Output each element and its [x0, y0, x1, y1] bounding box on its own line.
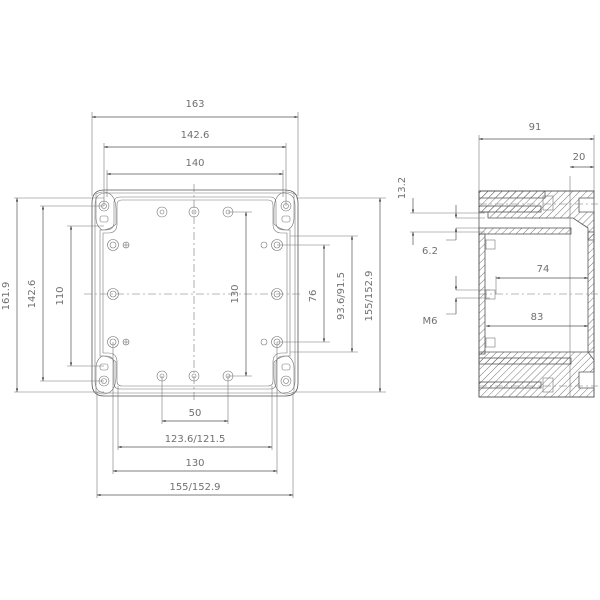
corner-lug-top-right — [273, 191, 295, 231]
dim-overall-width: 163 — [185, 99, 204, 110]
front-view: 163 142.6 140 161.9 142.6 110 130 76 — [1, 99, 386, 498]
dim-hole-diameter: 6.2 — [422, 246, 438, 257]
mounting-holes-top — [156, 206, 234, 218]
corner-lug-bottom-right — [273, 355, 295, 395]
side-view: 91 20 13.2 6.2 M6 74 83 — [397, 122, 598, 398]
dim-inner-floor-height: 93.6/91.5 — [336, 272, 347, 320]
side-holes-right — [260, 239, 283, 348]
dim-thread: M6 — [423, 316, 438, 327]
dim-inner-hole-spacing: 110 — [55, 286, 66, 305]
dim-hole-spacing-width: 142.6 — [181, 130, 210, 141]
lid-outline — [99, 196, 291, 390]
dim-mount-spacing-width: 130 — [185, 458, 204, 469]
enclosure-outline — [91, 189, 299, 397]
dim-insert-depth: 74 — [537, 264, 550, 275]
dim-lid-depth: 20 — [573, 152, 586, 163]
dim-lower-hole-spacing: 50 — [189, 408, 202, 419]
dim-inner-floor-width: 123.6/121.5 — [165, 434, 226, 445]
dim-depth: 91 — [529, 122, 542, 133]
dim-wall-hole-spacing: 13.2 — [397, 177, 408, 199]
mounting-holes-bottom — [156, 370, 234, 382]
dim-mount-spacing-height: 130 — [230, 284, 241, 303]
side-holes-left — [107, 239, 130, 348]
dim-side-hole-spacing: 76 — [308, 290, 319, 303]
dim-hole-spacing-height: 142.6 — [27, 280, 38, 309]
dim-outer-width: 155/152.9 — [169, 482, 220, 493]
dim-outer-height: 155/152.9 — [364, 270, 375, 321]
dim-inner-depth: 83 — [531, 312, 544, 323]
dim-overall-height: 161.9 — [1, 282, 12, 311]
dim-inner-width: 140 — [185, 158, 204, 169]
